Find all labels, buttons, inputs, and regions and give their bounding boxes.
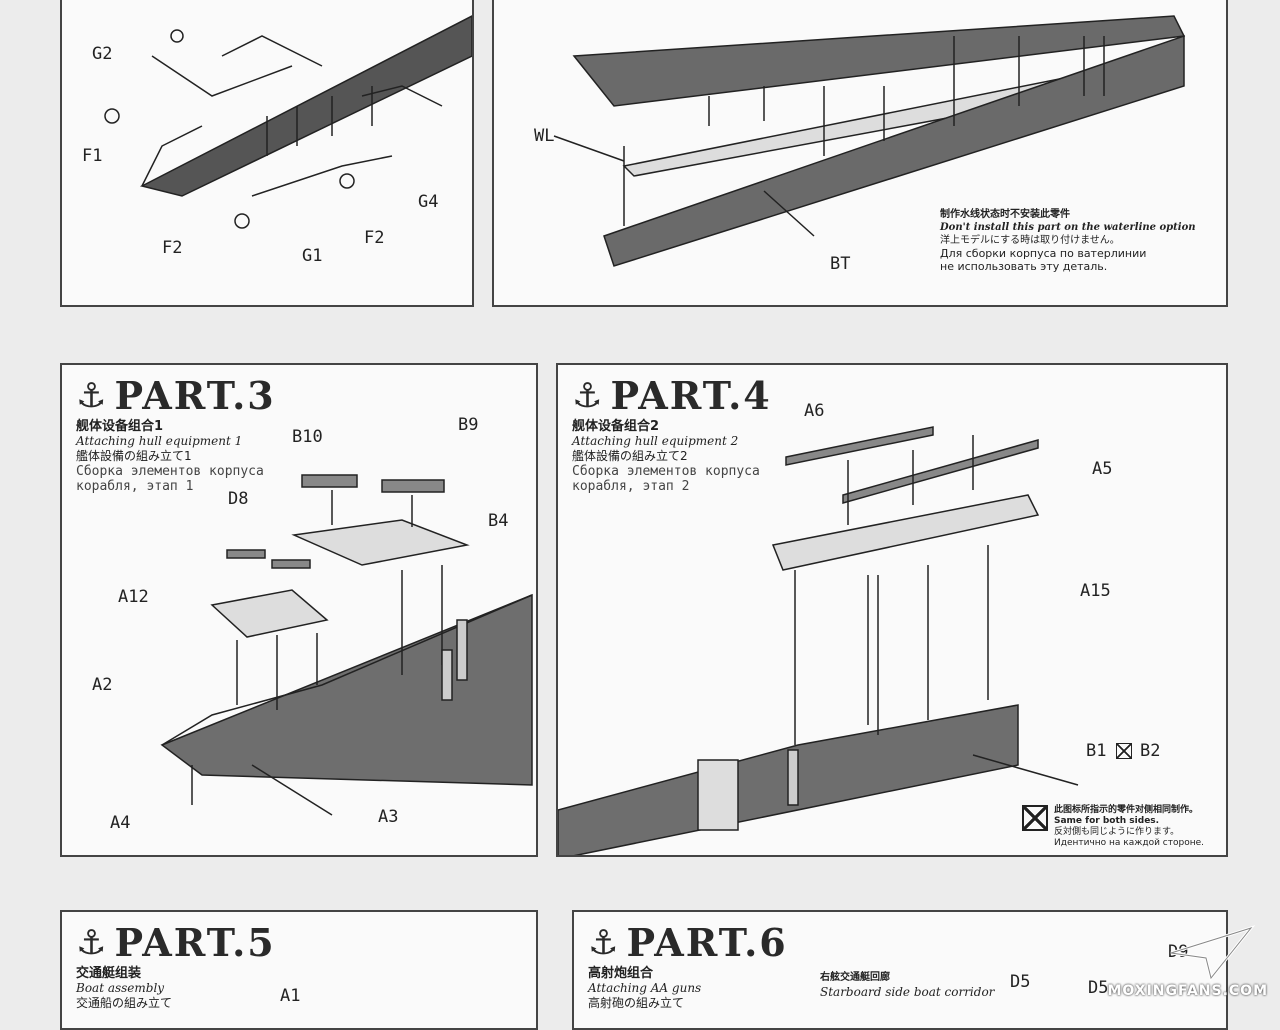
part4-ru-2: корабля, этап 2 [572, 479, 690, 494]
part4-subtitle: 舰体设备组合2 Attaching hull equipment 2 艦体設備の… [572, 419, 760, 494]
label-b2: B2 [1140, 741, 1161, 761]
part6-en2: Starboard side boat corridor [820, 985, 995, 999]
part5-zh: 交通艇组装 [76, 966, 142, 981]
part6-subtitle: 高射炮组合 Attaching AA guns 高射砲の組み立て [588, 966, 701, 1011]
part4-title-text: PART.4 [610, 373, 772, 418]
part4-title: ⚓ PART.4 [572, 373, 772, 418]
watermark: MOXINGFANS.COM [1107, 983, 1268, 999]
part6-title-text: PART.6 [626, 920, 788, 965]
part5-en: Boat assembly [76, 981, 165, 995]
part3-title-text: PART.3 [114, 373, 276, 418]
part4-zh: 舰体设备组合2 [572, 419, 660, 434]
label-b9: B9 [458, 415, 479, 435]
part3-ja: 艦体設備の組み立て1 [76, 449, 192, 463]
part3-subtitle: 舰体设备组合1 Attaching hull equipment 1 艦体設備の… [76, 419, 264, 494]
label-a1: A1 [280, 986, 301, 1006]
label-d5-left: D5 [1010, 972, 1031, 992]
part5-ja: 交通船の組み立て [76, 996, 173, 1010]
panel-part-2: WL BT 制作水线状态时不安装此零件 Don't install this p… [492, 0, 1228, 307]
label-b10: B10 [292, 427, 323, 447]
part3-en: Attaching hull equipment 1 [76, 434, 243, 448]
label-a5: A5 [1092, 459, 1113, 479]
panel-part-5: ⚓ PART.5 交通艇组装 Boat assembly 交通船の組み立て A1 [60, 910, 538, 1030]
label-g2: G2 [92, 44, 113, 64]
part4-assembly-diagram [558, 426, 1079, 855]
anchor-icon: ⚓ [76, 375, 109, 416]
paper-plane-logo-icon [1170, 925, 1256, 982]
panel-part-4: ⚓ PART.4 舰体设备组合2 Attaching hull equipmen… [556, 363, 1228, 857]
part3-title: ⚓ PART.3 [76, 373, 276, 418]
label-a12: A12 [118, 587, 149, 607]
part6-title: ⚓ PART.6 [588, 920, 788, 965]
label-b4: B4 [488, 511, 509, 531]
part3-ru-2: корабля, этап 1 [76, 479, 194, 494]
part3-zh: 舰体设备组合1 [76, 419, 164, 434]
label-f1: F1 [82, 146, 103, 166]
label-wl: WL [534, 126, 555, 146]
same-both-sides-icon [1116, 743, 1132, 759]
part6-zh2: 右舷交通艇回廊 [820, 972, 890, 983]
label-bt: BT [830, 254, 851, 274]
part5-title-text: PART.5 [114, 920, 276, 965]
symnote-zh: 此图标所指示的零件对侧相同制作。 [1054, 805, 1199, 815]
panel-part-6: ⚓ PART.6 高射炮组合 Attaching AA guns 高射砲の組み立… [572, 910, 1228, 1030]
note-en: Don't install this part on the waterline… [940, 222, 1196, 233]
part3-ru-1: Сборка элементов корпуса [76, 464, 264, 479]
part3-assembly-diagram [160, 474, 533, 816]
note-zh: 制作水线状态时不安装此零件 [940, 209, 1070, 220]
part6-corridor-note: 右舷交通艇回廊 Starboard side boat corridor [820, 970, 994, 1000]
label-a3: A3 [378, 807, 399, 827]
symnote-ru: Идентично на каждой стороне. [1054, 838, 1204, 848]
panel-part-1: G2 F1 F2 G1 F2 G4 [60, 0, 474, 307]
anchor-icon: ⚓ [572, 375, 605, 416]
label-a15: A15 [1080, 581, 1111, 601]
part4-ru-1: Сборка элементов корпуса [572, 464, 760, 479]
part6-ja: 高射砲の組み立て [588, 996, 685, 1010]
note-ru-2: не использовать эту деталь. [940, 260, 1108, 273]
note-ja: 洋上モデルにする時は取り付けません。 [940, 235, 1120, 246]
label-g1: G1 [302, 246, 323, 266]
part6-en: Attaching AA guns [588, 981, 702, 995]
part4-ja: 艦体設備の組み立て2 [572, 449, 688, 463]
part5-subtitle: 交通艇组装 Boat assembly 交通船の組み立て [76, 966, 172, 1011]
part6-zh: 高射炮组合 [588, 966, 654, 981]
label-b1: B1 [1086, 741, 1107, 761]
panel-part-3: ⚓ PART.3 舰体设备组合1 Attaching hull equipmen… [60, 363, 538, 857]
same-both-sides-icon [1022, 805, 1048, 831]
same-both-sides-note: 此图标所指示的零件对侧相同制作。 Same for both sides. 反対… [1022, 805, 1204, 849]
anchor-icon: ⚓ [76, 922, 109, 963]
hull-waterline-diagram [553, 15, 1186, 267]
label-g4: G4 [418, 192, 439, 212]
label-f2-left: F2 [162, 238, 183, 258]
anchor-icon: ⚓ [588, 922, 621, 963]
symnote-ja: 反対側も同じように作ります。 [1054, 827, 1180, 837]
label-d8: D8 [228, 489, 249, 509]
label-a2: A2 [92, 675, 113, 695]
label-a4: A4 [110, 813, 131, 833]
note-ru-1: Для сборки корпуса по ватерлинии [940, 247, 1147, 260]
label-a6: A6 [804, 401, 825, 421]
waterline-note: 制作水线状态时不安装此零件 Don't install this part on… [940, 208, 1196, 273]
symnote-en: Same for both sides. [1054, 816, 1160, 826]
label-f2-right: F2 [364, 228, 385, 248]
part5-title: ⚓ PART.5 [76, 920, 276, 965]
part4-en: Attaching hull equipment 2 [572, 434, 739, 448]
bow-railing-diagram [104, 15, 472, 229]
label-d5-right: D5 [1088, 978, 1109, 998]
